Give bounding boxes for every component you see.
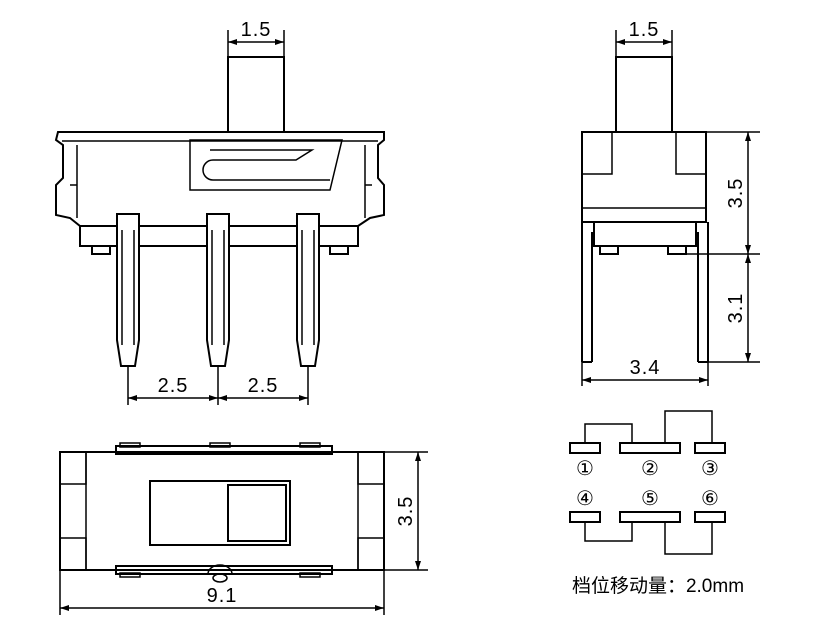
top-body-height-dim: 3.5 bbox=[395, 496, 417, 527]
side-view: 1.5 3.5 3.1 3.4 bbox=[581, 19, 760, 386]
pin-label-3: ③ bbox=[701, 458, 719, 480]
top-slider-slot bbox=[149, 480, 291, 546]
front-pin-2 bbox=[206, 213, 230, 367]
side-pin-length-dim: 3.1 bbox=[725, 293, 747, 324]
front-actuator-dim: 1.5 bbox=[241, 19, 272, 41]
top-body bbox=[59, 451, 385, 571]
top-body-length-dim: 9.1 bbox=[207, 585, 238, 607]
travel-caption: 档位移动量：2.0mm bbox=[572, 575, 744, 597]
pin-label-4: ④ bbox=[576, 488, 594, 510]
top-view: 9.1 3.5 bbox=[59, 442, 428, 615]
pin-pitch-left-dim: 2.5 bbox=[158, 375, 189, 397]
pin-label-6: ⑥ bbox=[701, 488, 719, 510]
front-view: 1.5 2.5 2.5 bbox=[54, 19, 385, 405]
front-pin-1 bbox=[116, 213, 140, 367]
pin-label-2: ② bbox=[641, 458, 659, 480]
side-actuator-dim: 1.5 bbox=[629, 19, 660, 41]
side-pin-span-dim: 3.4 bbox=[630, 357, 661, 379]
front-actuator bbox=[227, 56, 285, 133]
front-pin-3 bbox=[296, 213, 320, 367]
front-body bbox=[54, 131, 385, 227]
front-slider-window bbox=[189, 139, 343, 191]
pin-diagram: ① ② ③ ④ ⑤ ⑥ 档位移动量：2.0mm bbox=[569, 410, 744, 597]
pin-pitch-right-dim: 2.5 bbox=[248, 375, 279, 397]
top-slider-knob bbox=[227, 484, 287, 542]
pin-label-1: ① bbox=[576, 458, 594, 480]
side-actuator bbox=[615, 56, 673, 133]
pin-label-5: ⑤ bbox=[641, 488, 659, 510]
side-body-height-dim: 3.5 bbox=[725, 178, 747, 209]
